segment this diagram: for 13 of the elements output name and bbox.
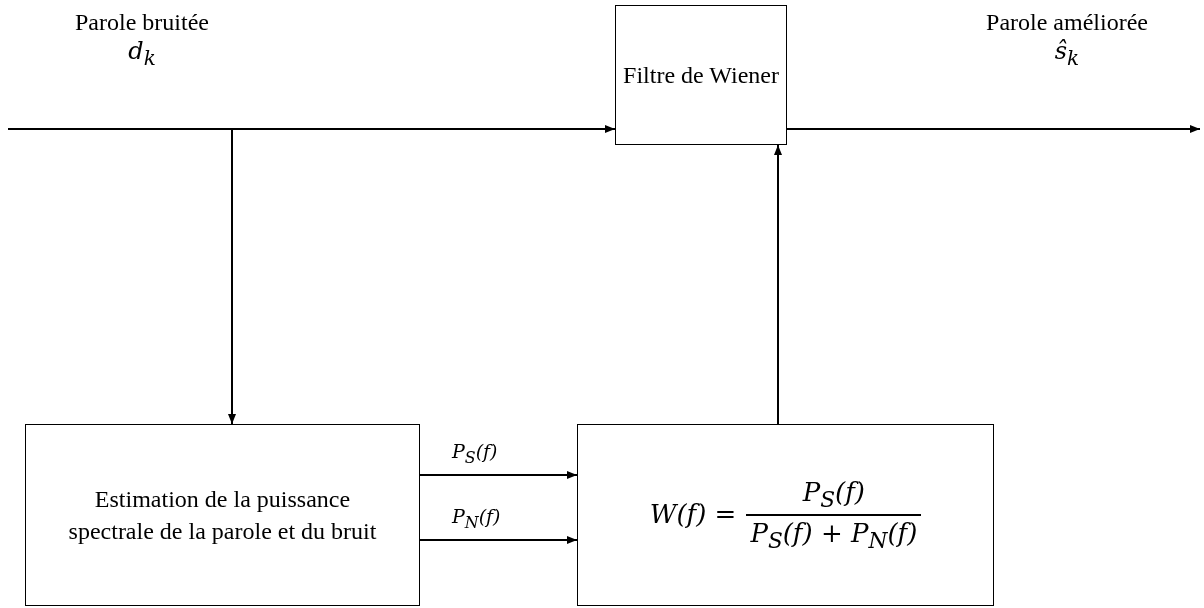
- formula-box: [577, 424, 994, 606]
- box-label: Filtre de Wiener: [623, 60, 779, 90]
- formula-denominator: P$_{S}$(f) + P$_{N}$(f): [746, 514, 922, 556]
- filter-box: [615, 5, 787, 145]
- arrow: [774, 144, 782, 425]
- formula-text: W(f) =: [649, 498, 737, 532]
- estimation-box: [25, 424, 420, 606]
- box-label: Estimation de la puissance spectrale de la parole et du bruit: [67, 484, 378, 546]
- arrow: [786, 125, 1201, 133]
- arrow: [419, 536, 578, 544]
- formula-numerator: P$_{S}$(f): [801, 475, 866, 514]
- arrow: [7, 128, 236, 425]
- arrow: [419, 471, 578, 479]
